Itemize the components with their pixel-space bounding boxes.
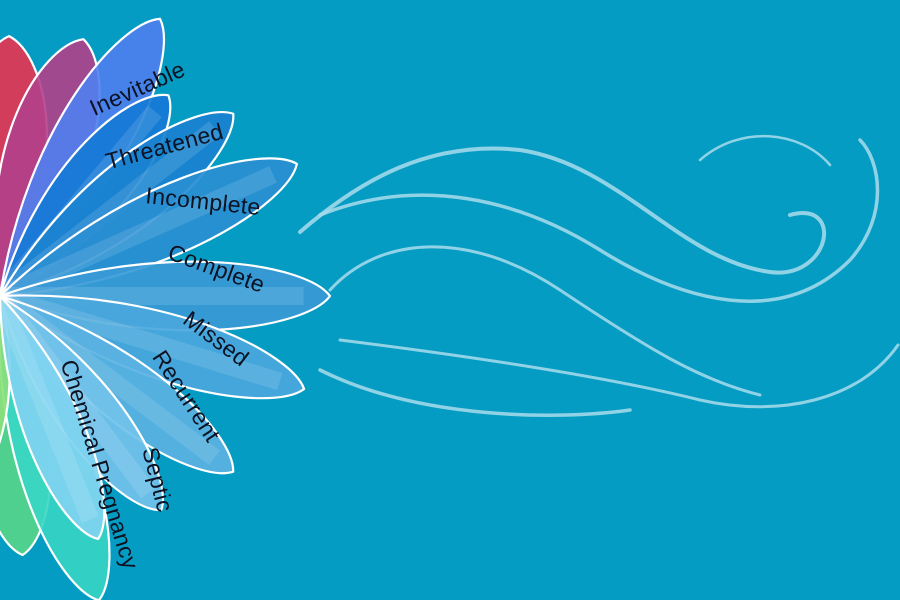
petal-vein-8 xyxy=(0,292,99,523)
labeled-petals xyxy=(0,93,332,541)
swirl-2 xyxy=(318,138,880,303)
swirl-3 xyxy=(328,245,762,397)
petal-vein-3 xyxy=(0,166,277,305)
petal-8 xyxy=(0,294,106,541)
swirl-1 xyxy=(298,146,826,275)
swirl-6 xyxy=(698,134,832,167)
petal-vein-5 xyxy=(0,287,283,391)
decorative-swirls xyxy=(298,134,900,417)
swirl-4 xyxy=(318,368,632,417)
swirl-5 xyxy=(338,338,900,409)
